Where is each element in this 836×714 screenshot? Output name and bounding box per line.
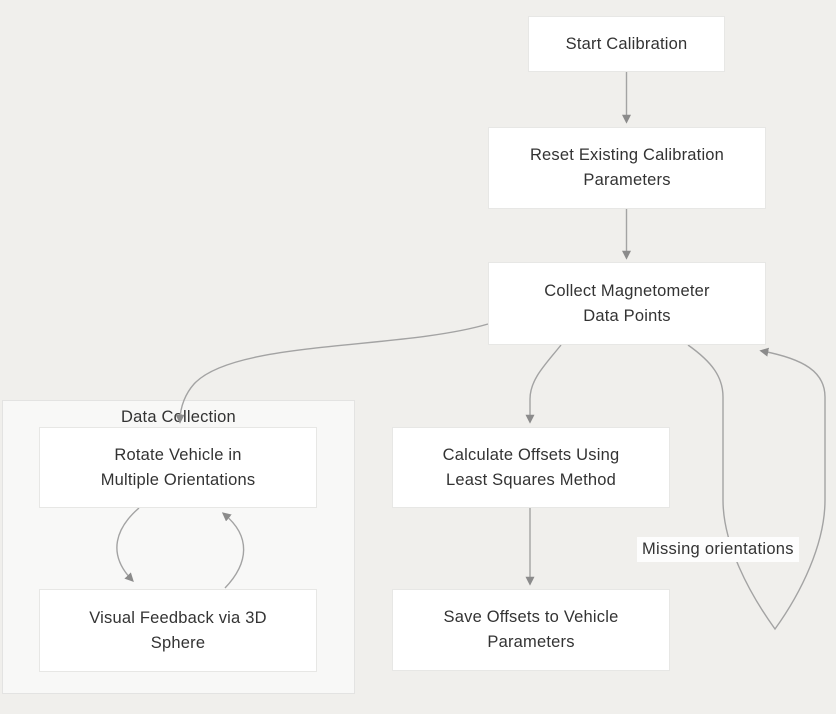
node-visual-feedback-sphere: Visual Feedback via 3D Sphere <box>39 589 317 672</box>
node-label: Data Points <box>583 306 671 325</box>
edge-collect-to-calculate <box>525 344 562 424</box>
node-reset-existing-calibration: Reset Existing Calibration Parameters <box>488 127 766 209</box>
node-rotate-vehicle: Rotate Vehicle in Multiple Orientations <box>39 427 317 508</box>
edge-visual-to-rotate <box>221 512 245 589</box>
node-collect-magnetometer-data: Collect Magnetometer Data Points <box>488 262 766 345</box>
node-label: Save Offsets to Vehicle <box>443 608 619 626</box>
node-label: Parameters <box>583 171 671 189</box>
node-label: Start Calibration <box>565 34 688 53</box>
node-calculate-offsets: Calculate Offsets Using Least Squares Me… <box>392 427 670 508</box>
edge-label-missing-orientations: Missing orientations <box>637 537 799 562</box>
edge-rotate-to-visual <box>116 507 140 582</box>
node-label: Visual Feedback via 3D <box>89 608 267 627</box>
node-label: Calculate Offsets Using <box>442 445 620 464</box>
edge-collect-missing-orientations-loop <box>687 344 826 631</box>
node-save-offsets: Save Offsets to Vehicle Parameters <box>392 589 670 671</box>
node-label: Parameters <box>487 633 575 651</box>
node-label: Multiple Orientations <box>100 470 256 489</box>
node-label: Sphere <box>150 633 206 652</box>
node-label: Reset Existing Calibration <box>529 146 725 164</box>
node-label: Rotate Vehicle in <box>114 445 242 464</box>
node-label: Collect Magnetometer <box>544 281 710 300</box>
node-start-calibration: Start Calibration <box>528 16 725 72</box>
node-label: Least Squares Method <box>445 470 617 489</box>
edge-collect-to-rotate <box>175 323 489 424</box>
